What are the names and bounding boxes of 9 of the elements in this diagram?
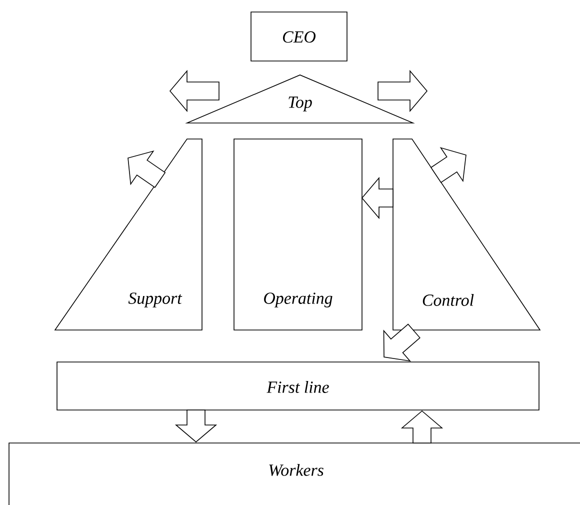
block-arrow — [378, 70, 428, 112]
ceo-box: CEO — [250, 12, 348, 62]
workers-box: Workers — [8, 442, 580, 505]
block-arrow — [169, 70, 220, 112]
block-arrow — [383, 324, 420, 362]
block-arrow — [174, 410, 218, 442]
block-arrow — [400, 410, 444, 444]
block-arrow — [361, 176, 394, 220]
operating-box: Operating — [234, 138, 362, 330]
